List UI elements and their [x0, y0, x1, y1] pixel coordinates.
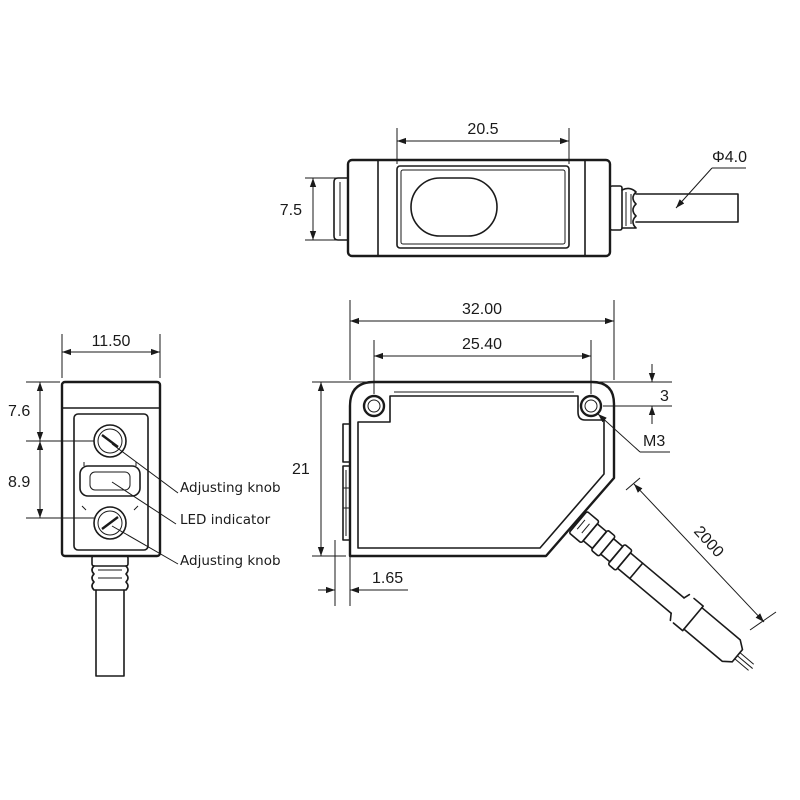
dim-cable-diameter: Φ4.0	[712, 149, 747, 166]
mounting-hole-right	[579, 394, 603, 418]
adjusting-knob-bottom	[81, 505, 139, 540]
dim-hole-offset: 3	[660, 388, 669, 405]
dim-top-width: 20.5	[467, 121, 498, 138]
dim-cable-length: 2000	[690, 523, 727, 561]
side-view-strain-relief	[569, 511, 755, 671]
callout-adjusting-knob-top: Adjusting knob	[180, 480, 281, 496]
callout-adjusting-knob-bottom: Adjusting knob	[180, 553, 281, 569]
front-view: 11.50 7.6 8.9 Adjusting knob LED indicat…	[8, 333, 281, 677]
hole-thread-label: M3	[643, 433, 665, 450]
side-view-inner-recess	[357, 395, 605, 549]
front-view-cable-gland	[91, 555, 129, 591]
dim-hole-spacing: 25.40	[462, 336, 502, 353]
side-view-housing	[348, 380, 616, 558]
dim-side-height: 21	[292, 461, 310, 478]
led-indicator	[79, 462, 141, 497]
adjusting-knob-top	[93, 424, 127, 458]
dim-side-overall-width: 32.00	[462, 301, 502, 318]
dim-front-lower: 8.9	[8, 474, 30, 491]
top-view: 20.5 7.5 Φ4.0	[280, 121, 747, 258]
top-view-cable	[635, 193, 739, 223]
top-view-cable-gland	[609, 185, 637, 231]
side-view-flange	[342, 423, 351, 463]
side-view: 32.00 25.40 21 3 M3 2000 1.65	[292, 300, 777, 671]
callout-led-indicator: LED indicator	[180, 512, 271, 528]
lens-window	[396, 165, 570, 249]
dim-front-upper: 7.6	[8, 403, 30, 420]
dim-front-width: 11.50	[92, 333, 131, 350]
top-view-housing	[346, 158, 612, 258]
lens	[410, 177, 498, 237]
front-view-panel	[73, 413, 149, 551]
dim-top-height: 7.5	[280, 202, 302, 219]
mounting-hole-left	[362, 394, 386, 418]
dim-rear-offset: 1.65	[372, 570, 403, 587]
front-view-cable	[95, 589, 125, 677]
top-view-left-tab	[333, 177, 349, 241]
